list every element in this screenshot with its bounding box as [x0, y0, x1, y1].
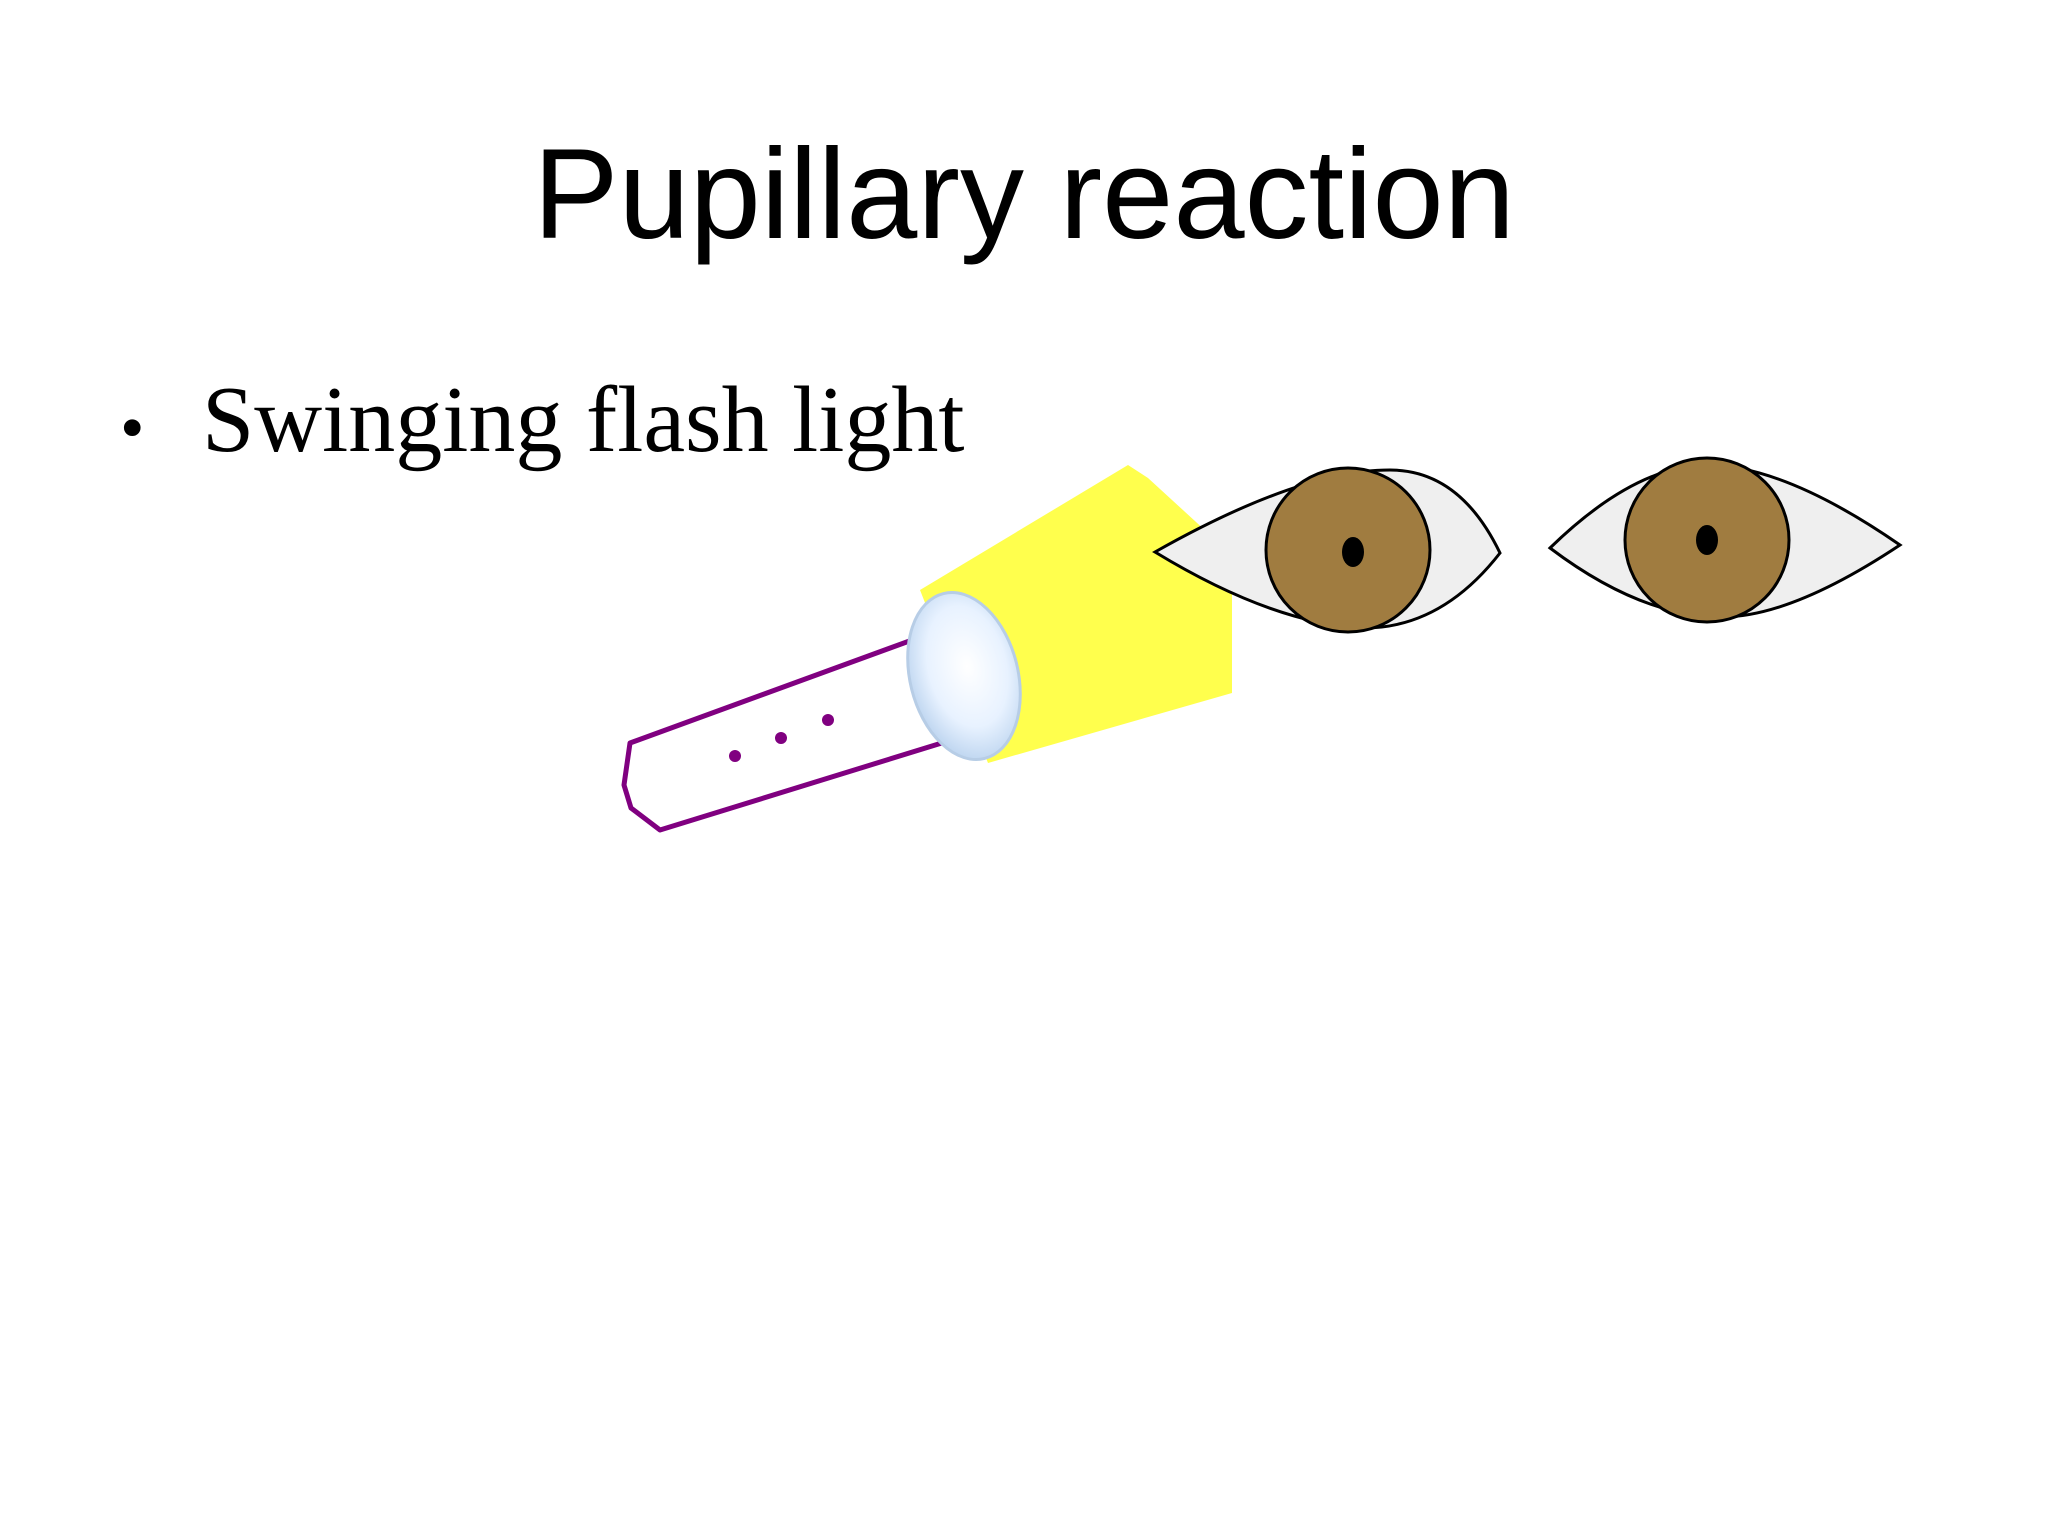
bullet-item: • Swinging flash light	[120, 365, 964, 484]
flashlight-dot	[775, 732, 787, 744]
flashlight-dot	[729, 750, 741, 762]
eye-icon	[1547, 456, 1903, 624]
bullet-marker: •	[120, 390, 145, 467]
eye-icon	[1152, 466, 1502, 634]
slide-title: Pupillary reaction	[533, 123, 1515, 266]
pupil	[1342, 537, 1364, 567]
flashlight-dot	[822, 714, 834, 726]
bullet-list: • Swinging flash light	[120, 365, 964, 484]
bullet-text: Swinging flash light	[202, 368, 965, 472]
flashlight-icon	[621, 590, 1022, 833]
flashlight-lens	[906, 590, 1022, 762]
pupil	[1696, 525, 1718, 555]
